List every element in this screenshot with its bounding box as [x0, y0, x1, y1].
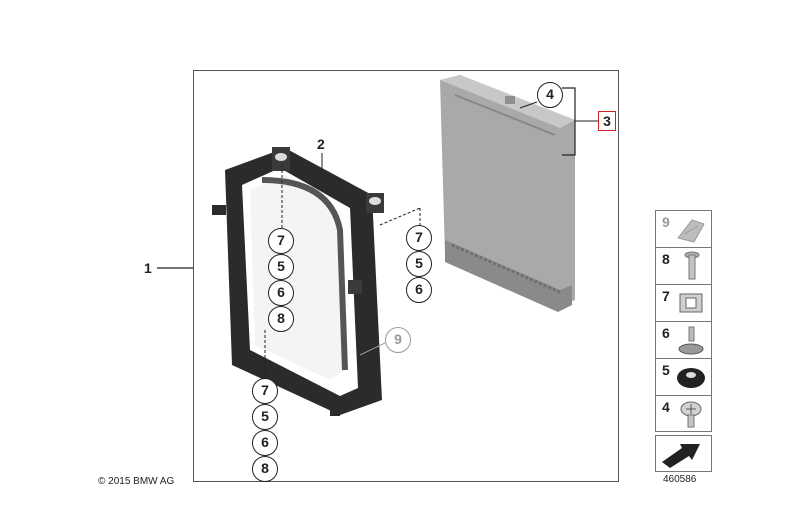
callout-7: 7 [406, 225, 432, 251]
legend-number: 6 [662, 325, 670, 341]
part-3-boxed-label: 3 [598, 111, 616, 131]
clip-bracket-icon [677, 219, 705, 243]
callout-6: 6 [252, 430, 278, 456]
legend-item-6[interactable]: 6 [655, 321, 712, 358]
callout-5: 5 [406, 251, 432, 277]
diagram-number: 460586 [663, 474, 697, 485]
part-4-callout: 4 [537, 82, 563, 108]
legend-number: 8 [662, 251, 670, 267]
rubber-mount-icon [678, 326, 704, 355]
direction-arrow-icon [662, 444, 700, 468]
legend-number: 7 [662, 288, 670, 304]
legend-number: 5 [662, 362, 670, 378]
legend-item-9[interactable]: 9 [655, 210, 712, 247]
callout-8: 8 [252, 456, 278, 482]
part-9-callout: 9 [385, 327, 411, 353]
callout-6: 6 [406, 277, 432, 303]
bolt-washer-icon [680, 401, 702, 428]
parts-legend: 9 8 7 6 [655, 210, 712, 432]
spring-nut-icon [679, 293, 703, 313]
legend-item-8[interactable]: 8 [655, 247, 712, 284]
legend-item-4[interactable]: 4 [655, 395, 712, 432]
legend-item-7[interactable]: 7 [655, 284, 712, 321]
grommet-icon [677, 368, 705, 388]
callout-6: 6 [268, 280, 294, 306]
diagram-frame [193, 70, 619, 482]
direction-arrow-cell [655, 435, 712, 472]
legend-number: 9 [662, 214, 670, 230]
legend-number: 4 [662, 399, 670, 415]
part-2-label: 2 [317, 136, 325, 152]
callout-7: 7 [268, 228, 294, 254]
part-1-label: 1 [144, 260, 152, 276]
copyright-text: © 2015 BMW AG [98, 476, 175, 487]
legend-item-5[interactable]: 5 [655, 358, 712, 395]
bracket-frame-illustration [212, 147, 384, 416]
screw-icon [684, 251, 700, 280]
callout-5: 5 [268, 254, 294, 280]
radiator-illustration [440, 75, 575, 312]
callout-8: 8 [268, 306, 294, 332]
callout-7: 7 [252, 378, 278, 404]
callout-5: 5 [252, 404, 278, 430]
